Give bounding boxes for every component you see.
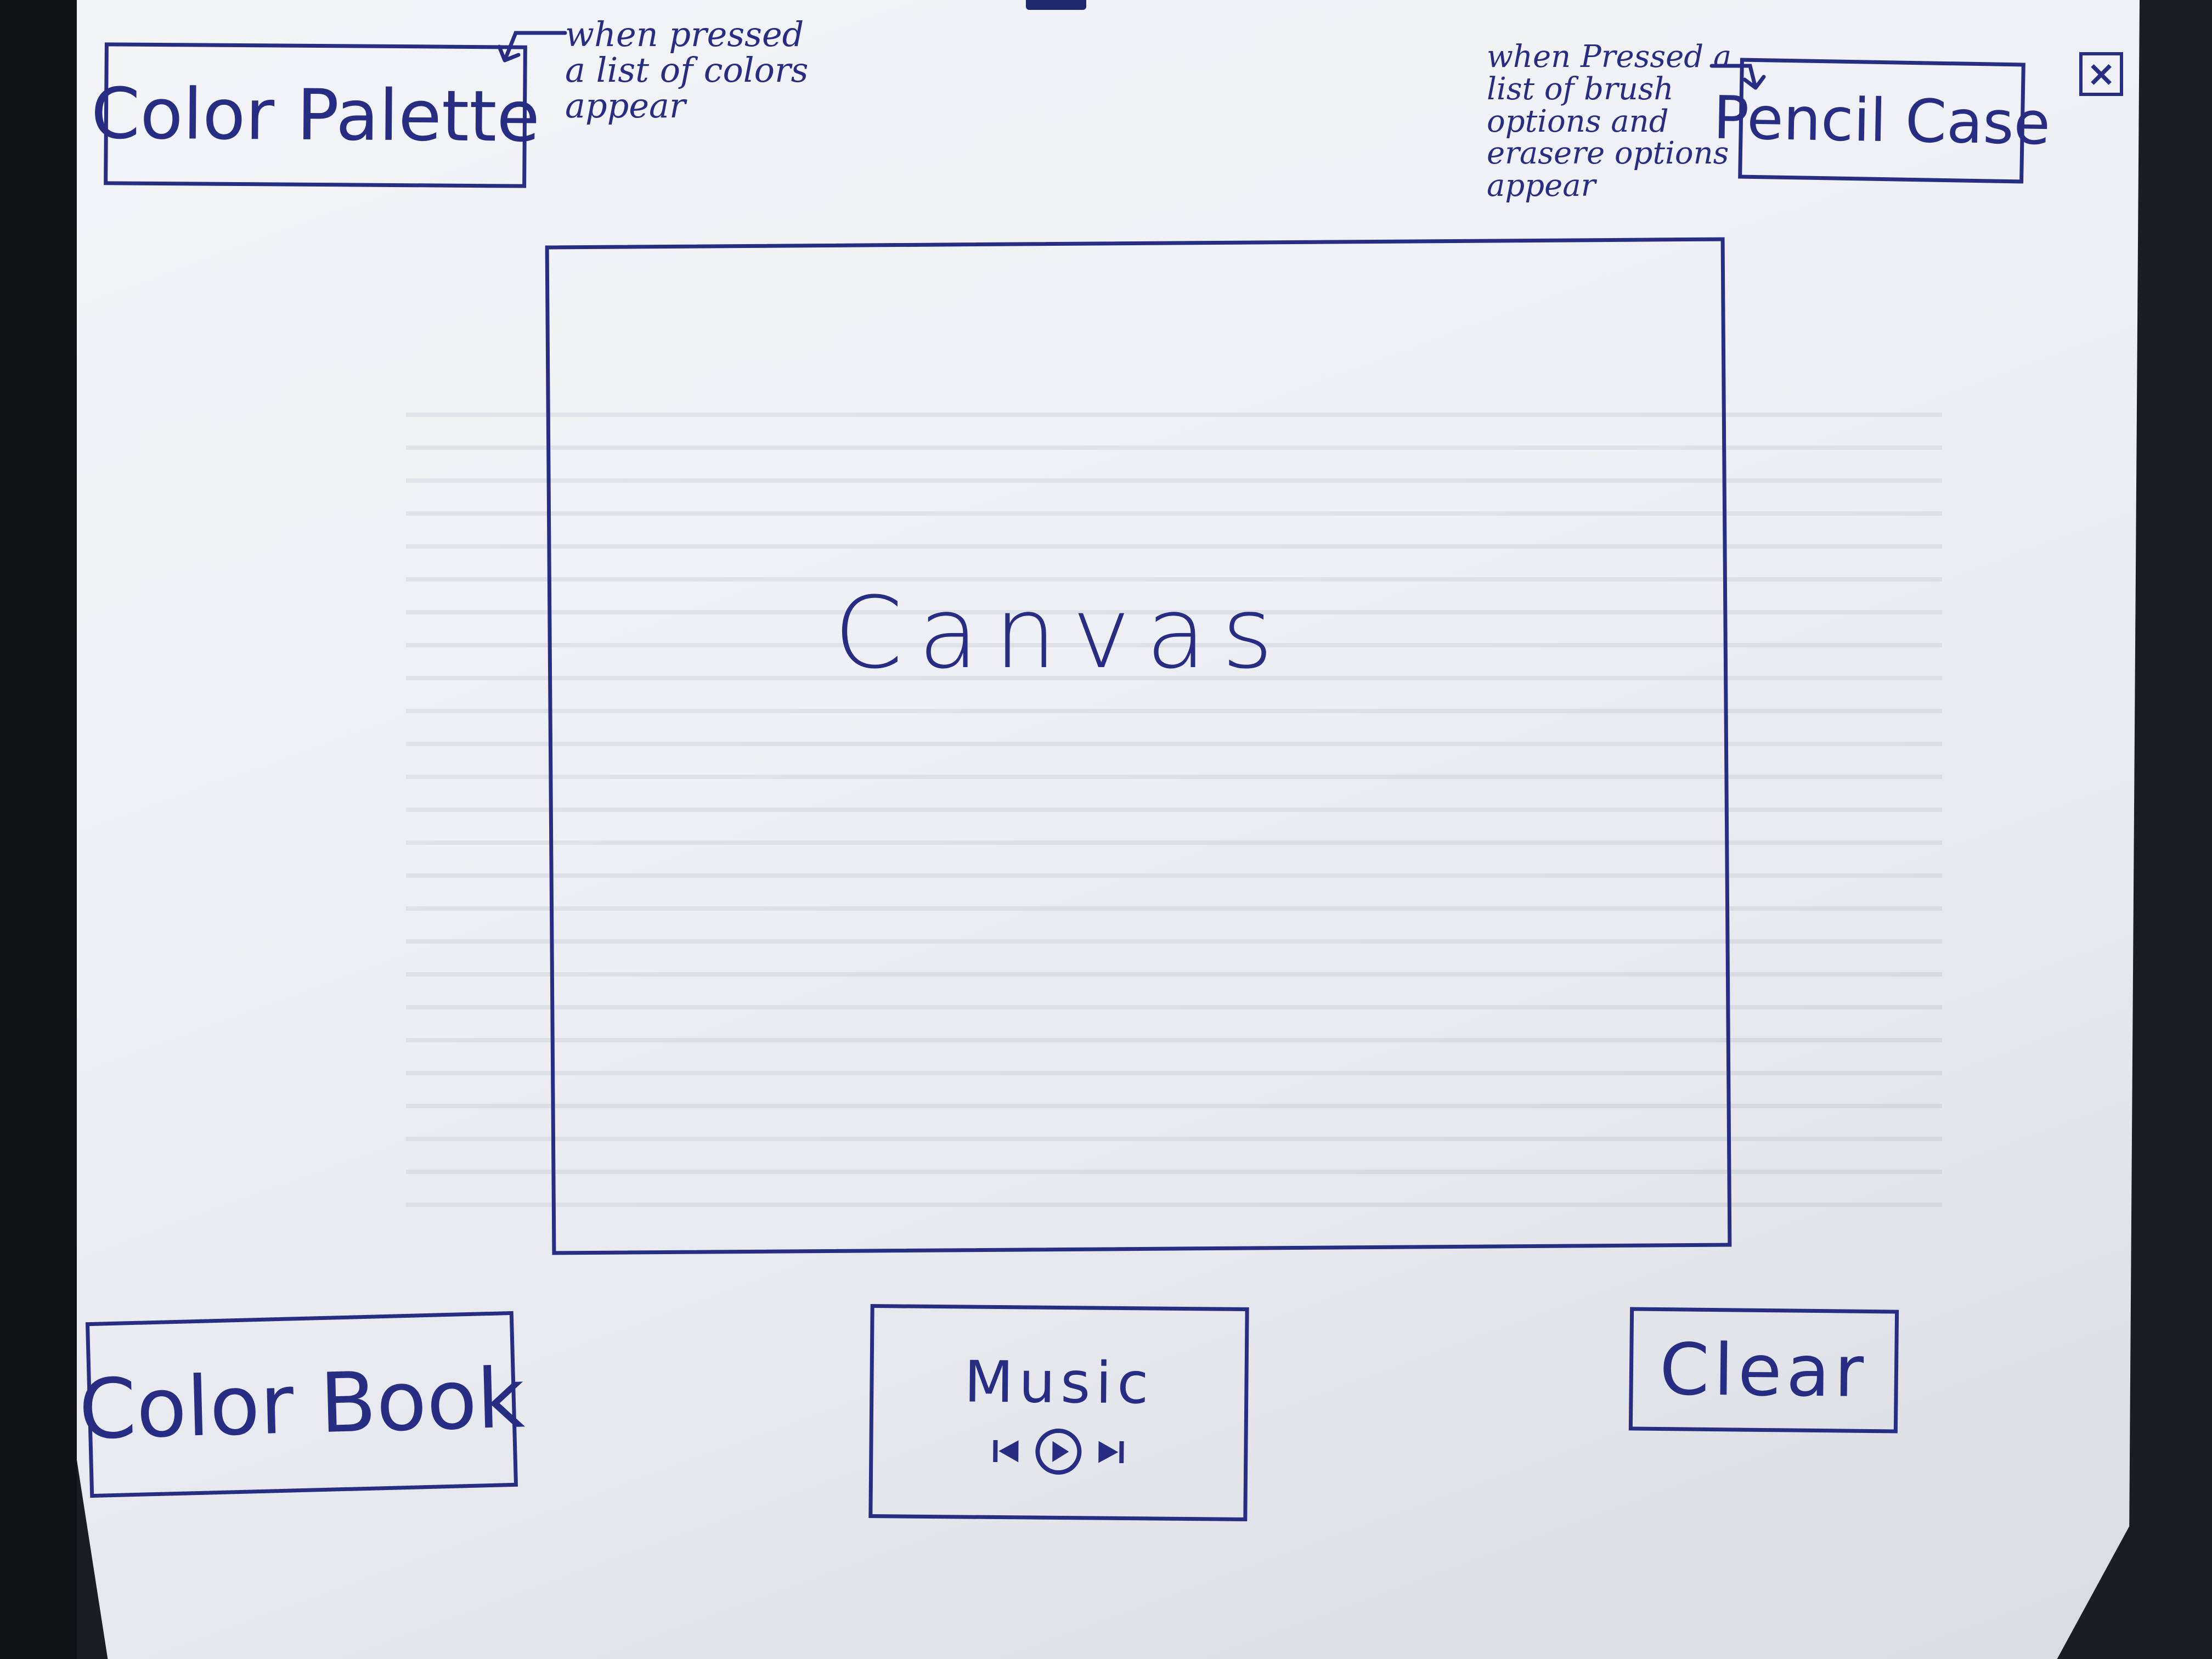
play-circle-icon[interactable] — [1034, 1427, 1084, 1477]
pencil-case-arrow-icon — [1709, 64, 1766, 90]
skip-previous-icon[interactable] — [990, 1435, 1023, 1468]
pencil-case-note: when Pressed a list of brush options and… — [1487, 39, 1732, 204]
sketch-paper — [77, 0, 2140, 1659]
clear-button[interactable]: Clear — [1628, 1307, 1899, 1434]
color-palette-label: Color Palette — [91, 72, 540, 158]
music-controls — [990, 1426, 1127, 1477]
drawing-canvas[interactable] — [545, 237, 1732, 1255]
music-title: Music — [964, 1348, 1154, 1417]
clear-label: Clear — [1659, 1327, 1869, 1413]
bleed-through-text — [406, 384, 1942, 1207]
close-icon: × — [2086, 54, 2116, 94]
color-palette-note: when pressed a list of colors appear — [565, 14, 809, 126]
canvas-label: Canvas — [834, 576, 1289, 691]
color-book-label: Color Book — [77, 1351, 526, 1458]
skip-next-icon[interactable] — [1094, 1436, 1127, 1469]
background-left — [0, 0, 77, 1659]
pencil-case-button[interactable]: Pencil Case — [1713, 58, 2051, 184]
color-palette-button[interactable]: Color Palette — [91, 42, 540, 188]
close-button[interactable]: × — [2079, 52, 2123, 96]
paper-clip — [1026, 0, 1086, 10]
music-player: Music — [868, 1304, 1249, 1522]
color-palette-arrow-icon — [497, 31, 567, 63]
color-book-button[interactable]: Color Book — [78, 1311, 526, 1498]
